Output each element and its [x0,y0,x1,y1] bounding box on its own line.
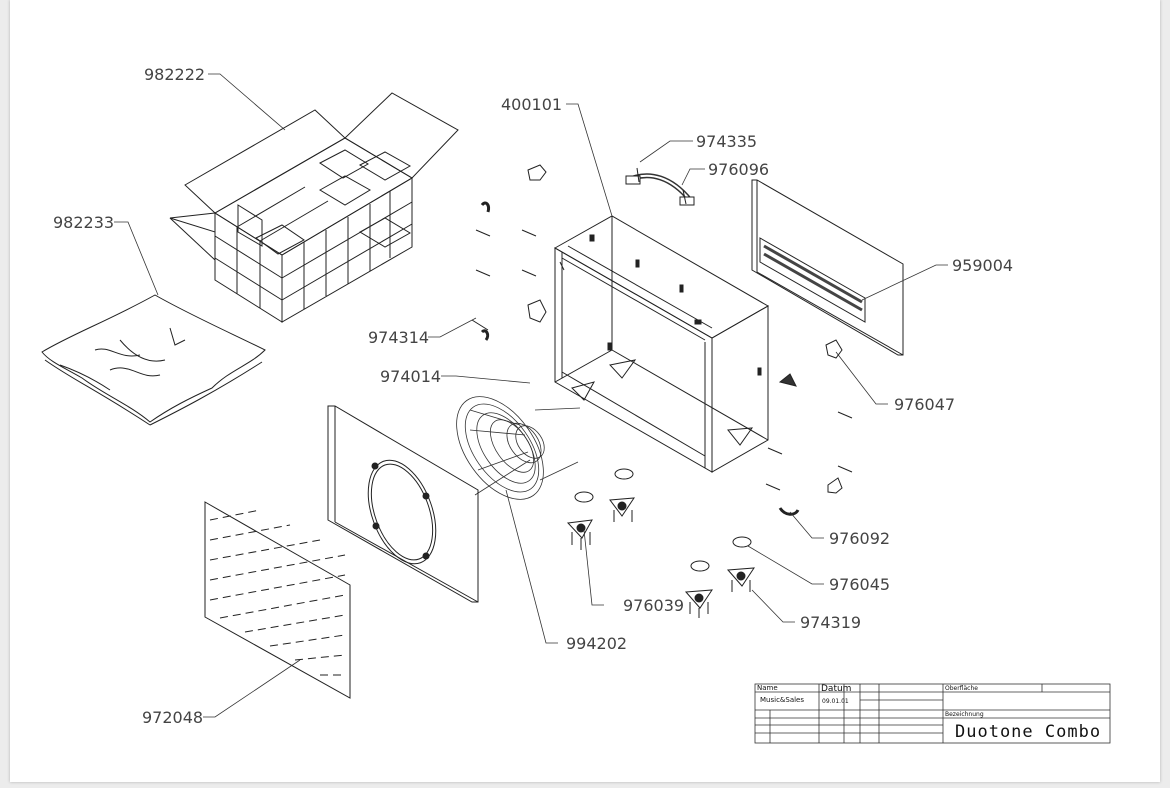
handle-976096 [625,167,695,206]
label-976092: 976092 [829,529,890,548]
exploded-assembly-drawing: 982222 400101 974335 976096 982233 95900… [41,65,1111,744]
part-labels: 982222 400101 974335 976096 982233 95900… [53,65,1013,727]
title-block-name-value: Music&Sales [760,696,804,704]
baffle-board [327,405,479,603]
cabinet-feet [566,468,755,618]
title-block-surface-header: Oberfläche [945,685,978,692]
label-400101: 400101 [501,95,562,114]
corner-brackets [527,164,843,494]
label-976096: 976096 [708,160,769,179]
label-974335: 974335 [696,132,757,151]
back-panel-959004 [751,179,904,356]
label-972048: 972048 [142,708,203,727]
label-974314: 974314 [368,328,429,347]
leader-lines [114,73,948,718]
label-959004: 959004 [952,256,1013,275]
screws-and-clips [471,201,853,516]
label-982233: 982233 [53,213,114,232]
label-974014: 974014 [380,367,441,386]
title-block-name-header: Name [757,684,778,692]
title-block-designation-header: Bezeichnung [945,711,984,718]
carton-box-982222 [169,92,459,323]
cabinet-frame-400101 [553,215,770,473]
label-974319: 974319 [800,613,861,632]
drawing-sheet: 982222 400101 974335 976096 982233 95900… [10,0,1160,782]
speaker-994202 [456,396,581,500]
label-976045: 976045 [829,575,890,594]
title-block-date-header: Datum [821,684,851,694]
cover-bag-982233 [41,294,266,426]
label-976047: 976047 [894,395,955,414]
title-block: Name Music&Sales Datum 09.01.01 Oberfläc… [754,683,1111,744]
grille-cloth-972048 [204,501,351,699]
label-976039: 976039 [623,596,684,615]
title-block-date-value: 09.01.01 [822,698,849,705]
label-994202: 994202 [566,634,627,653]
label-982222: 982222 [144,65,205,84]
title-block-designation-value: Duotone Combo [955,722,1101,742]
